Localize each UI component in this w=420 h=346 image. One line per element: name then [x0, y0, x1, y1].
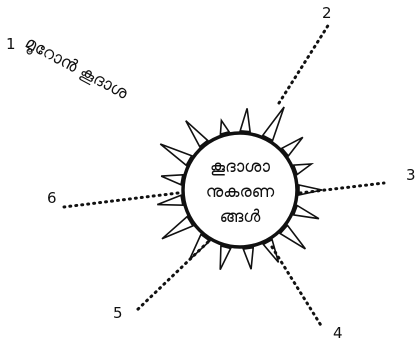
- callout-number-4: 4: [333, 324, 343, 342]
- sun-ray-3: [220, 121, 229, 135]
- sun-ray-1: [160, 144, 191, 165]
- callout-number-3: 3: [406, 166, 416, 184]
- callout-number-1: 1: [6, 35, 16, 53]
- sun-ray-9: [294, 206, 319, 219]
- center-text-line-3: ങ്ങൾ: [220, 207, 262, 227]
- sun-ray-16: [157, 195, 183, 205]
- sun-ray-12: [243, 248, 253, 270]
- sun-ray-13: [220, 246, 230, 270]
- sun-ray-5: [263, 107, 284, 141]
- sun-ray-4: [240, 108, 250, 131]
- leader-line-4: [272, 247, 322, 327]
- center-text-line-1: കൂദാശാ: [210, 157, 270, 177]
- sun-ray-2: [186, 121, 208, 147]
- leader-line-2: [279, 24, 329, 103]
- sun-ray-15: [162, 217, 193, 239]
- sun-ray-17: [161, 175, 183, 185]
- sun-ray-7: [294, 164, 312, 175]
- callout-label-1: മൂറോൻ കൂദാശ: [22, 33, 132, 104]
- callout-number-6: 6: [47, 189, 57, 207]
- leader-line-5: [135, 242, 208, 312]
- callout-number-2: 2: [322, 4, 332, 22]
- center-text-line-2: നുകരണ: [206, 182, 275, 202]
- callout-number-5: 5: [113, 304, 123, 322]
